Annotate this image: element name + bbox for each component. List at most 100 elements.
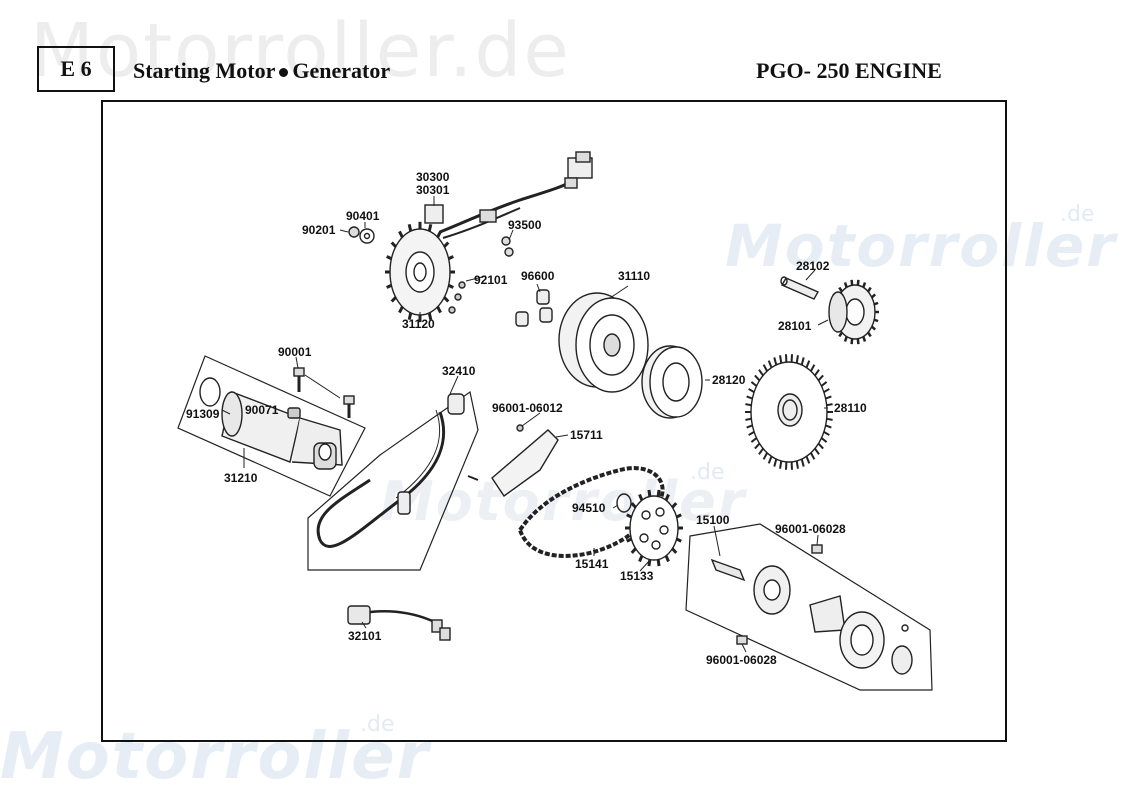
gear-tooth bbox=[826, 396, 832, 398]
part-label: 93500 bbox=[508, 218, 542, 232]
part-label: 28120 bbox=[712, 373, 746, 387]
part-label: 15141 bbox=[575, 557, 609, 571]
gear-tooth bbox=[755, 375, 760, 380]
gear-tooth bbox=[429, 224, 431, 231]
part-label: 31110 bbox=[618, 269, 650, 283]
part-label: 15711 bbox=[570, 428, 603, 442]
part-label: 15100 bbox=[696, 513, 730, 527]
gear-tooth bbox=[747, 425, 753, 427]
gear-tooth bbox=[649, 490, 650, 497]
gear-tooth bbox=[821, 382, 826, 386]
gear-tooth bbox=[751, 438, 756, 442]
gear-tooth bbox=[392, 243, 396, 247]
starter-cable-panel bbox=[308, 392, 478, 570]
gear-tooth bbox=[780, 461, 781, 469]
gear-tooth bbox=[852, 339, 853, 344]
gear-tooth bbox=[749, 389, 755, 392]
gear-tooth bbox=[759, 370, 763, 376]
gear-tooth bbox=[399, 307, 402, 313]
gear-tooth bbox=[745, 419, 751, 420]
driven-gear bbox=[745, 354, 833, 470]
gear-tooth bbox=[444, 297, 448, 301]
chain-guide bbox=[468, 425, 558, 496]
part-label: 28110 bbox=[834, 401, 867, 415]
gear-tooth bbox=[797, 355, 798, 363]
gear-tooth bbox=[658, 560, 659, 567]
gear-tooth bbox=[821, 438, 826, 442]
nut-90071 bbox=[288, 408, 300, 418]
bolts-96600 bbox=[516, 290, 552, 326]
gear-tooth bbox=[826, 425, 832, 427]
gear-tooth bbox=[387, 285, 392, 287]
gear-tooth bbox=[815, 449, 819, 455]
gear-tooth bbox=[852, 280, 853, 285]
gear-tooth bbox=[802, 357, 804, 364]
starter-motor bbox=[222, 392, 342, 469]
washer-and-bolt bbox=[349, 227, 374, 243]
bolts-90001 bbox=[294, 368, 354, 418]
part-label: 94510 bbox=[572, 501, 606, 515]
gear-tooth bbox=[769, 456, 772, 463]
gear-tooth bbox=[802, 459, 804, 466]
screws-93500 bbox=[502, 237, 513, 256]
gear-tooth bbox=[640, 556, 643, 562]
gear-tooth bbox=[449, 256, 454, 258]
gear-tooth bbox=[632, 503, 636, 507]
gear-tooth bbox=[666, 495, 669, 501]
gear-tooth bbox=[815, 370, 819, 376]
part-label: 28101 bbox=[778, 319, 812, 333]
flywheel-rotor bbox=[559, 293, 648, 392]
part-label: 28102 bbox=[796, 259, 830, 273]
gear-tooth bbox=[438, 307, 441, 313]
part-label: 90401 bbox=[346, 209, 380, 223]
gear-tooth bbox=[749, 432, 755, 435]
gear-tooth bbox=[632, 549, 636, 553]
gear-tooth bbox=[658, 490, 659, 497]
gear-tooth bbox=[764, 365, 767, 371]
gear-tooth bbox=[672, 549, 676, 553]
gear-tooth bbox=[672, 503, 676, 507]
idle-gear bbox=[829, 280, 879, 344]
part-label: 15133 bbox=[620, 569, 654, 583]
part-label: 32101 bbox=[348, 629, 382, 643]
gear-tooth bbox=[824, 432, 830, 435]
part-label: 31210 bbox=[224, 471, 258, 485]
gear-tooth bbox=[811, 453, 814, 459]
gear-tooth bbox=[751, 382, 756, 386]
gear-tooth bbox=[747, 396, 753, 398]
part-label: 92101 bbox=[474, 273, 508, 287]
gear-tooth bbox=[806, 456, 809, 463]
gear-tooth bbox=[811, 365, 814, 371]
part-label: 96600 bbox=[521, 269, 555, 283]
gear-tooth bbox=[444, 243, 448, 247]
gear-tooth bbox=[392, 297, 396, 301]
gear-tooth bbox=[858, 280, 859, 285]
sprocket bbox=[625, 490, 683, 566]
part-label: 30301 bbox=[416, 183, 450, 197]
gear-tooth bbox=[774, 459, 776, 466]
gear-tooth bbox=[824, 389, 830, 392]
gear-tooth bbox=[774, 357, 776, 364]
gear-tooth bbox=[387, 256, 392, 258]
gear-tooth bbox=[827, 419, 833, 420]
part-label: 96001-06028 bbox=[706, 653, 777, 667]
part-label: 96001-06012 bbox=[492, 401, 563, 415]
gear-tooth bbox=[409, 224, 411, 231]
gear-tooth bbox=[764, 453, 767, 459]
idle-gear-shaft bbox=[781, 277, 818, 299]
part-label: 31120 bbox=[402, 317, 435, 331]
gear-tooth bbox=[755, 444, 760, 449]
part-label: 90201 bbox=[302, 223, 336, 237]
gear-tooth bbox=[806, 361, 809, 368]
gear-tooth bbox=[827, 404, 833, 405]
part-label: 91309 bbox=[186, 407, 220, 421]
gear-tooth bbox=[449, 285, 454, 287]
gear-tooth bbox=[666, 556, 669, 562]
snap-ring bbox=[617, 494, 631, 512]
gear-tooth bbox=[780, 355, 781, 363]
gear-tooth bbox=[759, 449, 763, 455]
gear-tooth bbox=[858, 339, 859, 344]
gear-tooth bbox=[818, 444, 823, 449]
gear-tooth bbox=[797, 461, 798, 469]
